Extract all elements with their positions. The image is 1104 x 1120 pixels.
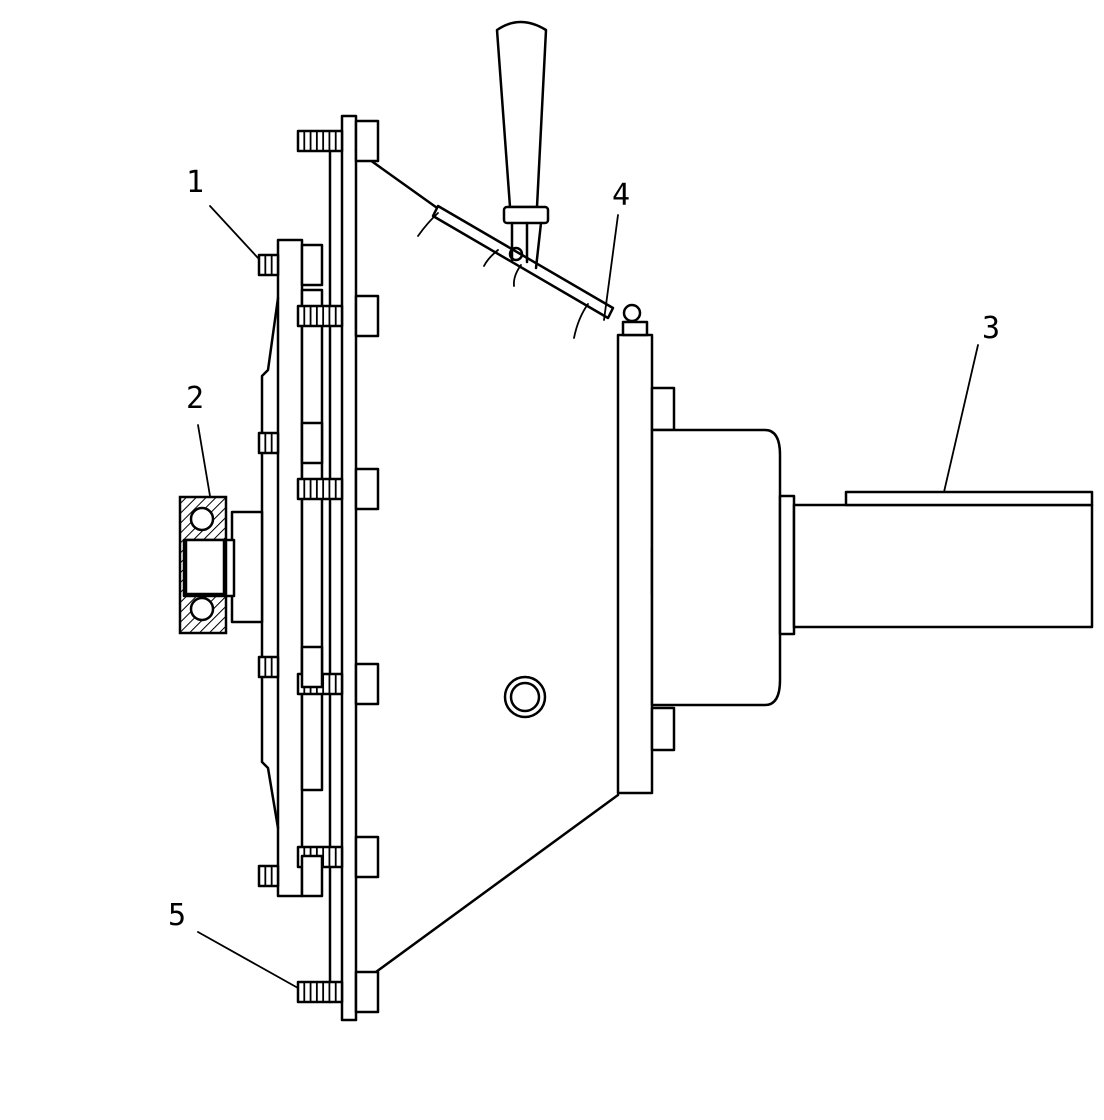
callout-labels: 1 2 3 4 5	[168, 165, 1000, 933]
handle	[495, 20, 550, 270]
leader-1	[209, 205, 259, 259]
left-plate-bolt	[257, 854, 324, 898]
motor	[650, 428, 1094, 707]
left-plate-bolt	[257, 243, 324, 287]
main-flange-bolt	[296, 467, 380, 511]
left-flange-plate	[260, 238, 304, 898]
main-flange-bolt	[296, 294, 380, 338]
main-flange-bolt	[296, 119, 380, 163]
callout-4: 4	[612, 178, 630, 213]
left-plate-bolt	[257, 421, 324, 465]
left-plate-bolt	[257, 645, 324, 689]
right-flange	[616, 303, 654, 795]
conical-housing	[354, 148, 620, 982]
bolt-group	[257, 119, 380, 1014]
main-flange-plate	[328, 114, 358, 1022]
callout-5: 5	[168, 898, 186, 933]
main-flange-bolt	[296, 970, 380, 1014]
leader-2	[197, 424, 211, 497]
leader-lines	[197, 205, 979, 989]
leader-4	[603, 214, 619, 321]
callout-2: 2	[186, 381, 204, 416]
bearing-assembly	[178, 495, 264, 635]
leader-3	[943, 344, 979, 493]
inclined-cover	[417, 204, 615, 339]
spacer-column	[300, 288, 324, 792]
leader-5	[197, 931, 299, 989]
callout-1: 1	[186, 165, 204, 200]
callout-3: 3	[982, 311, 1000, 346]
